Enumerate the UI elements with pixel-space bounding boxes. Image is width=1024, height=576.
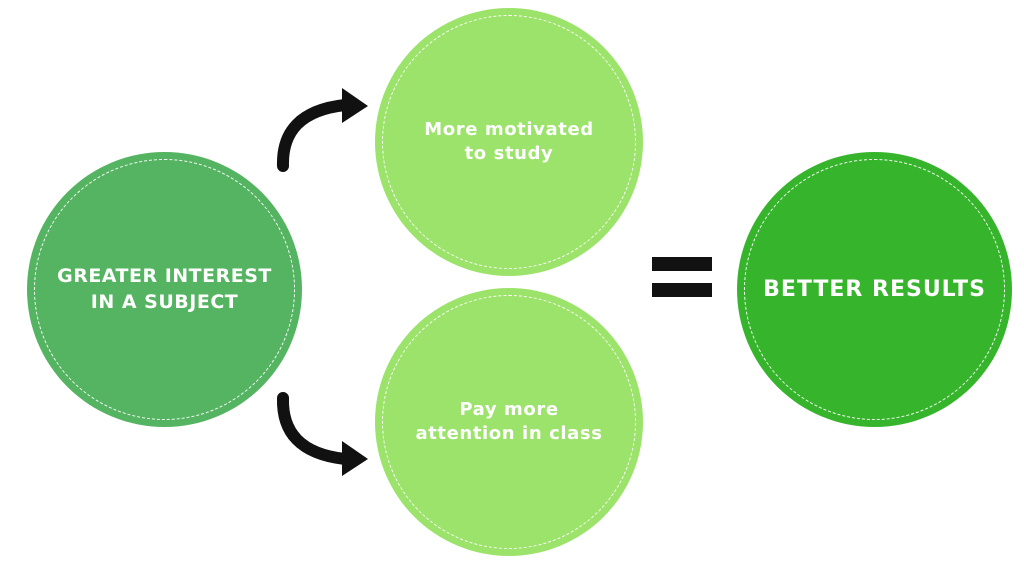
node-greater-interest-label: GREATER INTEREST IN A SUBJECT — [57, 264, 272, 313]
equals-sign-top-bar — [652, 257, 712, 271]
node-more-motivated: More motivated to study — [375, 8, 643, 276]
node-better-results: BETTER RESULTS — [737, 152, 1012, 427]
node-greater-interest: GREATER INTEREST IN A SUBJECT — [27, 152, 302, 427]
arrow-up-icon — [276, 88, 368, 172]
node-more-motivated-label: More motivated to study — [424, 118, 594, 164]
equals-sign-bottom-bar — [652, 283, 712, 297]
arrow-down-icon — [276, 392, 368, 476]
node-pay-attention-label: Pay more attention in class — [415, 398, 603, 444]
node-pay-attention: Pay more attention in class — [375, 288, 643, 556]
node-better-results-label: BETTER RESULTS — [763, 276, 986, 302]
